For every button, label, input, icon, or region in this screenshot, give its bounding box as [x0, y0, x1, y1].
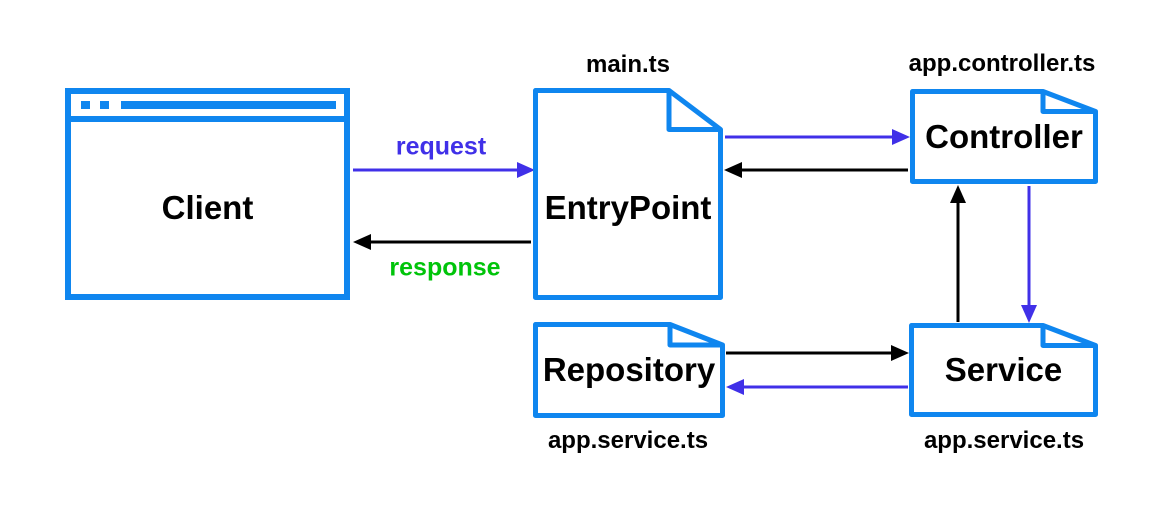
request-arrow [353, 162, 535, 178]
entrypoint-file-label: main.ts [585, 51, 671, 78]
entrypoint-label: EntryPoint [544, 189, 712, 226]
client-label: Client [161, 189, 254, 226]
note-shape [533, 322, 725, 418]
service-file-label: app.service.ts [923, 427, 1085, 454]
entrypoint-to-controller-arrow [725, 129, 910, 145]
repository-node: Repository [533, 322, 725, 418]
controller-file-label: app.controller.ts [908, 50, 1096, 77]
note-shape [910, 89, 1098, 184]
note-shape [533, 88, 723, 300]
service-node: Service [909, 323, 1098, 417]
service-to-controller-arrow [950, 185, 966, 322]
browser-titlebar [71, 94, 344, 122]
request-label: request [395, 132, 487, 161]
service-label: Service [944, 351, 1063, 388]
browser-address-bar [121, 101, 336, 109]
entrypoint-node: EntryPoint [533, 88, 723, 300]
repository-file-label: app.service.ts [547, 427, 709, 454]
repository-label: Repository [542, 351, 716, 388]
note-shape [909, 323, 1098, 417]
repository-to-service-arrow [726, 345, 909, 361]
service-to-repository-arrow [726, 379, 908, 395]
client-body: Client [71, 122, 344, 294]
controller-node: Controller [910, 89, 1098, 184]
browser-dot-icon [81, 101, 90, 109]
client-node: Client [65, 88, 350, 300]
browser-dot-icon [100, 101, 109, 109]
controller-label: Controller [925, 117, 1083, 155]
response-label: response [389, 253, 501, 282]
controller-to-entrypoint-arrow [724, 162, 908, 178]
controller-to-service-arrow [1021, 186, 1037, 323]
response-arrow [353, 234, 531, 250]
